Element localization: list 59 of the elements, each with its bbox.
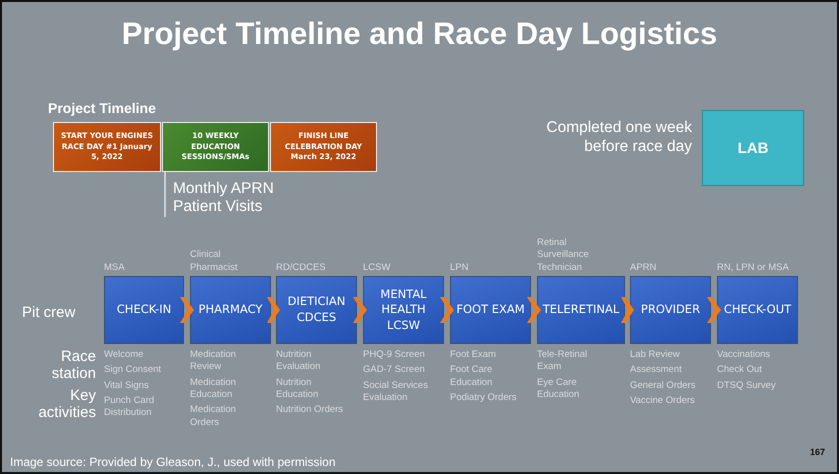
activity-text: Eye Care Education [537, 376, 580, 402]
row-label: Race station [50, 348, 96, 382]
note-text: Monthly APRN Patient Visits [165, 179, 305, 217]
role-label: Retinal Surveillance Technician [537, 236, 590, 274]
role-label: Clinical Pharmacist [190, 249, 239, 274]
activity-text: Medication Orders [190, 404, 237, 430]
activity-text: Welcome [104, 349, 144, 362]
activity-text: Tele-Retinal Exam [537, 349, 588, 374]
role-label: RD/CDCES [276, 262, 327, 274]
station-box: DIETICIAN CDCES [276, 276, 357, 344]
activity-text: PHQ-9 Screen [363, 349, 426, 362]
source-note: Image source: Provided by Gleason, J., used with permission [10, 455, 336, 469]
station-box: CHECK-OUT [717, 276, 798, 344]
station-box: MENTAL HEALTH LCSW [363, 276, 444, 344]
role-label: APRN [630, 262, 658, 274]
role-label: RN, LPN or MSA [717, 262, 789, 274]
activity-text: Vital Signs [104, 380, 150, 392]
activity-text: Vaccinations [717, 349, 772, 362]
activity-text: Assessment [630, 364, 683, 377]
activity-text: DTSQ Survey [717, 380, 777, 392]
role-label: LPN [450, 262, 470, 274]
station-box: TELERETINAL [537, 276, 625, 344]
chevron-arrow [180, 297, 194, 323]
page-number: 167 [810, 447, 826, 457]
station-box: PROVIDER [630, 276, 711, 344]
role-label: LCSW [363, 262, 392, 274]
activity-text: Nutrition Evaluation [276, 349, 322, 374]
chevron-arrow [707, 297, 721, 323]
activity-text: Social Services Evaluation [363, 380, 429, 404]
chevron-arrow [527, 297, 541, 323]
chevron-arrow [621, 297, 634, 323]
activity-text: Nutrition Orders [276, 404, 344, 417]
activity-text: Nutrition Education [276, 376, 320, 402]
chevron-arrow [267, 297, 280, 323]
section-heading: Project Timeline [48, 100, 156, 116]
activity-text: Lab Review [630, 349, 681, 362]
activity-text: Check Out [717, 364, 763, 377]
activity-text: Foot Exam [450, 349, 497, 362]
activity-text: Punch Card Distribution [104, 395, 156, 420]
leader-line [164, 172, 166, 217]
activity-text: General Orders [630, 380, 696, 392]
lab-box: LAB [702, 110, 804, 186]
station-box: CHECK-IN [104, 276, 184, 344]
station-box: PHARMACY [190, 276, 271, 344]
row-label: Key activities [37, 387, 96, 422]
activity-text: Sign Consent [104, 364, 162, 377]
activity-text: Medication Review [190, 349, 237, 374]
station-box: FOOT EXAM [450, 276, 531, 344]
row-label: Pit crew [22, 304, 76, 321]
slide-title: Project Timeline and Race Day Logistics [120, 16, 718, 52]
activity-text: GAD-7 Screen [363, 364, 426, 377]
activity-text: Vaccine Orders [630, 395, 696, 408]
side-note: Completed one week before race day [545, 118, 692, 157]
role-label: MSA [104, 262, 126, 274]
activity-text: Medication Education [190, 376, 237, 402]
chevron-arrow [440, 297, 454, 323]
activity-text: Podiatry Orders [450, 392, 518, 404]
activity-text: Foot Care Education [450, 364, 494, 390]
chevron-arrow [353, 297, 367, 323]
